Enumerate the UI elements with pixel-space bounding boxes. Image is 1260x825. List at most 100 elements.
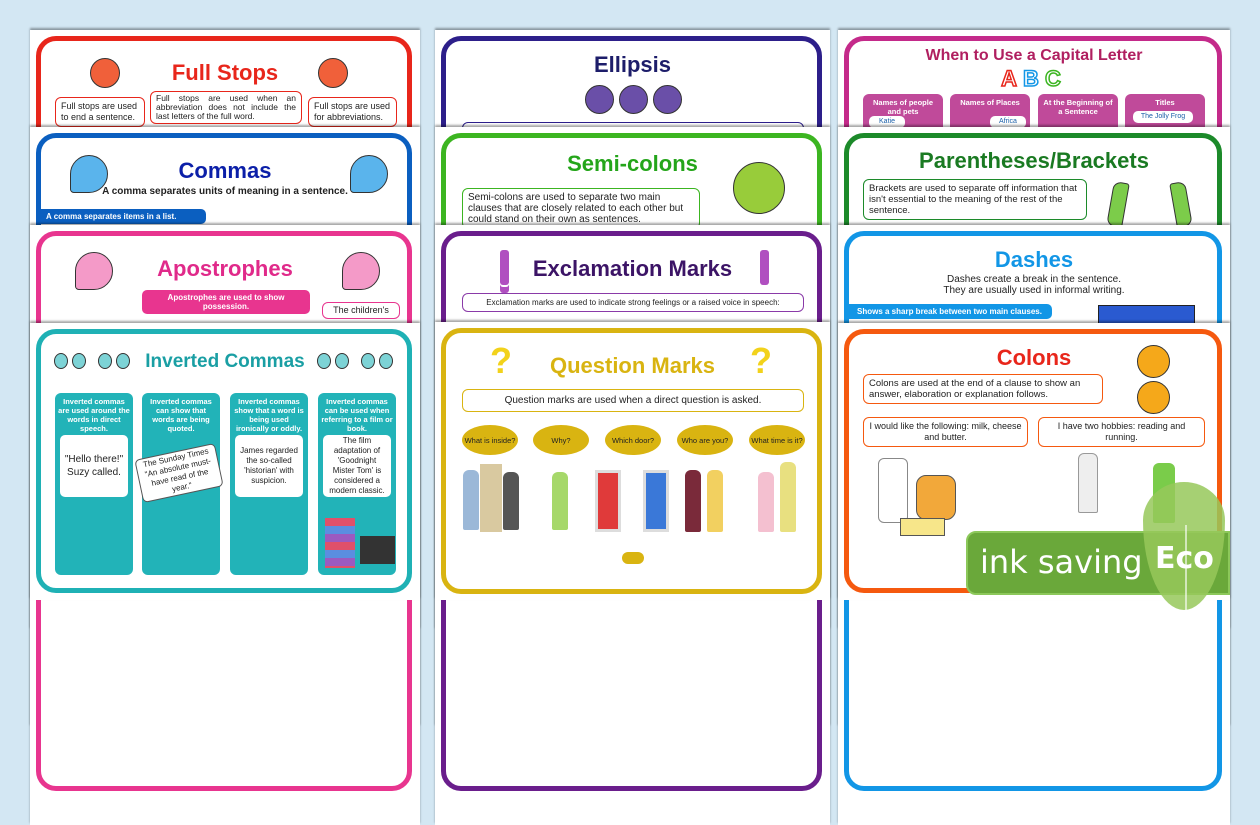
angry-face-icon — [318, 58, 348, 88]
inverted-comma-icon — [116, 353, 130, 369]
poster-inverted-commas: Inverted Commas Inverted commas are used… — [30, 323, 420, 600]
comma-character-icon — [350, 155, 388, 193]
poster-title: Full Stops — [171, 60, 279, 85]
exclamation-character-icon — [760, 250, 769, 285]
info-box: Question marks are used when a direct qu… — [462, 389, 804, 412]
poster-title: Inverted Commas — [145, 351, 305, 372]
person-illustration — [707, 470, 723, 532]
semicolon-character-icon — [733, 162, 785, 214]
person-illustration — [552, 472, 568, 530]
example-box: The film adaptation of 'Goodnight Mister… — [323, 435, 391, 497]
angry-face-icon — [90, 58, 120, 88]
example-box: Africa — [990, 116, 1026, 128]
dot-character-icon — [585, 85, 614, 114]
poster-question-marks: ? ? Question Marks Question marks are us… — [435, 322, 830, 600]
poster-frame — [36, 329, 412, 593]
panel-heading: Inverted commas can show that words are … — [150, 397, 212, 433]
poster-title: Dashes — [994, 247, 1074, 272]
rule-panel: Inverted commas show that a word is bein… — [230, 393, 308, 575]
letter-b: B — [1022, 65, 1045, 92]
panel-heading: Inverted commas show that a word is bein… — [234, 397, 304, 433]
info-box: Exclamation marks are used to indicate s… — [462, 293, 804, 312]
poster-title: Apostrophes — [157, 256, 293, 281]
letter-c: C — [1044, 65, 1067, 92]
poster-title: Parentheses/Brackets — [919, 148, 1149, 173]
colon-character-icon — [1137, 345, 1170, 378]
boxes-illustration — [480, 464, 502, 532]
rule-panel: Inverted commas are used around the word… — [55, 393, 133, 575]
info-box: Semi-colons are used to separate two mai… — [462, 188, 700, 229]
info-box: Brackets are used to separate off inform… — [863, 179, 1087, 220]
exclamation-character-icon — [500, 250, 509, 285]
person-illustration — [463, 470, 479, 530]
poster-title: Commas — [178, 158, 272, 183]
butter-illustration — [900, 518, 945, 536]
colon-character-icon — [1137, 381, 1170, 414]
rule-panel: Inverted commas can show that words are … — [134, 393, 224, 575]
panel-heading: Names of Places — [960, 98, 1020, 107]
inverted-comma-icon — [335, 353, 349, 369]
panel-heading: Inverted commas are used around the word… — [58, 397, 130, 433]
example-box: I have two hobbies: reading and running. — [1038, 417, 1205, 447]
panel-heading: At the Beginning of a Sentence — [1043, 98, 1113, 116]
example-box: "Hello there!" Suzy called. — [60, 435, 128, 497]
question-mark-character-icon: ? — [750, 340, 772, 381]
badge-text: ink saving — [980, 543, 1143, 581]
poster-frame — [441, 328, 822, 594]
poster-title: Exclamation Marks — [532, 256, 733, 281]
info-line: Dashes create a break in the sentence. — [947, 274, 1121, 285]
person-illustration — [503, 472, 519, 530]
twinkl-logo — [622, 552, 644, 564]
poster-title: Semi-colons — [567, 151, 698, 176]
speech-bubble: What is inside? — [462, 425, 518, 455]
person-illustration — [685, 470, 701, 532]
example-box: James regarded the so-called 'historian'… — [235, 435, 303, 497]
abc-letters: ABC — [838, 65, 1230, 92]
info-tab: Shows a sharp break between two main cla… — [849, 304, 1052, 319]
clapperboard-illustration — [360, 536, 395, 564]
inverted-comma-icon — [72, 353, 86, 369]
speech-bubble: Which door? — [605, 425, 661, 455]
cheese-illustration — [916, 475, 956, 520]
apostrophe-character-icon — [75, 252, 113, 290]
milk-illustration — [878, 458, 908, 523]
example-box: The children's — [322, 302, 400, 319]
info-box: Colons are used at the end of a clause t… — [863, 374, 1103, 404]
inverted-comma-icon — [54, 353, 68, 369]
speech-bubble: Why? — [533, 425, 589, 455]
info-box: Full stops are used for abbreviations. — [308, 97, 397, 127]
red-door-illustration — [595, 470, 621, 532]
poster-title: Ellipsis — [593, 52, 672, 77]
dot-character-icon — [619, 85, 648, 114]
speech-bubble: What time is it? — [749, 425, 805, 455]
panel-heading: Inverted commas can be used when referri… — [321, 397, 393, 433]
eco-label: Eco — [1155, 541, 1214, 576]
example-box: The Jolly Frog — [1133, 111, 1193, 123]
comma-character-icon — [70, 155, 108, 193]
person-illustration — [780, 462, 796, 532]
dot-character-icon — [653, 85, 682, 114]
info-box: Full stops are used when an abbreviation… — [150, 91, 302, 124]
inverted-comma-icon — [98, 353, 112, 369]
panel-heading: Titles — [1155, 98, 1175, 107]
poster-colons: Colons Colons are used at the end of a c… — [838, 323, 1230, 600]
poster-title: Question Marks — [549, 353, 716, 378]
apostrophe-character-icon — [342, 252, 380, 290]
girl-running-illustration — [1078, 453, 1098, 513]
example-box: I would like the following: milk, cheese… — [863, 417, 1028, 447]
info-line: They are usually used in informal writin… — [943, 285, 1125, 296]
poster-title: Colons — [996, 345, 1072, 370]
example-box: Katie — [869, 116, 905, 128]
blue-door-illustration — [643, 470, 669, 532]
question-mark-character-icon: ? — [490, 340, 512, 381]
letter-a: A — [1000, 65, 1024, 92]
poster-subtitle: A comma separates units of meaning in a … — [102, 186, 348, 197]
info-tab: A comma separates items in a list. — [38, 209, 206, 224]
leaf-vein — [1185, 525, 1187, 615]
inverted-comma-icon — [361, 353, 375, 369]
info-box: Full stops are used to end a sentence. — [55, 97, 145, 127]
inverted-comma-icon — [317, 353, 331, 369]
poster-title: When to Use a Capital Letter — [925, 47, 1143, 64]
books-illustration — [325, 518, 355, 568]
panel-heading: Names of people and pets — [872, 98, 933, 116]
